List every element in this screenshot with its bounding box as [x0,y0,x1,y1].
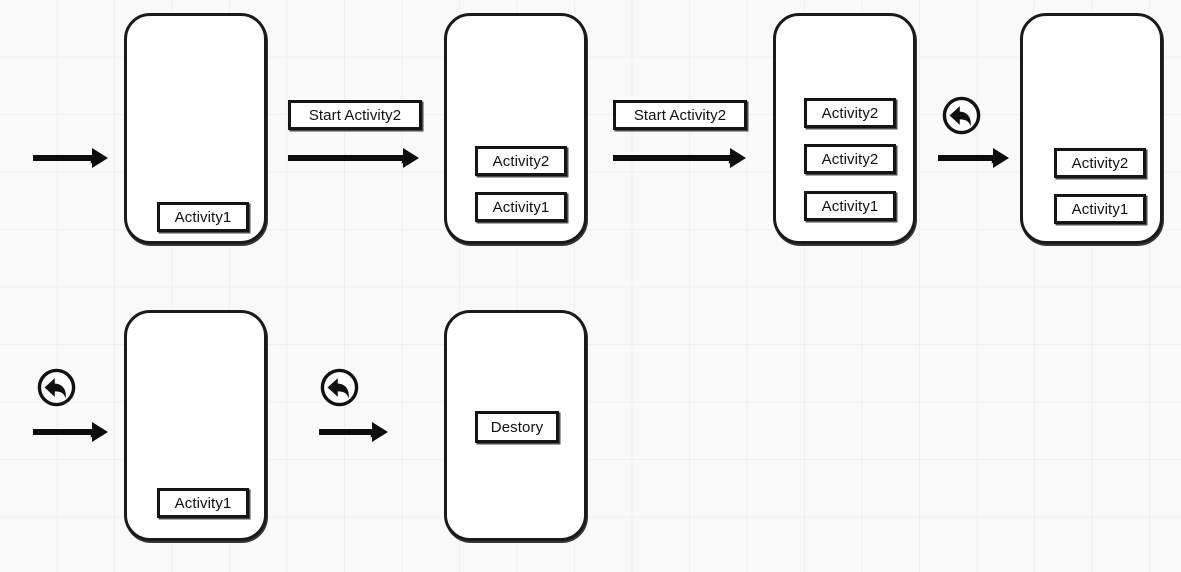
activity-box-activity1[interactable]: Activity1 [1054,194,1146,224]
activity-box-activity1[interactable]: Activity1 [475,192,567,222]
activity-box-activity2[interactable]: Activity2 [475,146,567,176]
edge-label-start-activity2-second[interactable]: Start Activity2 [613,100,747,130]
activity-box-activity1[interactable]: Activity1 [157,488,249,518]
activity-box-activity2-top[interactable]: Activity2 [804,98,896,128]
arrow-enter [33,155,95,161]
arrow-start-activity2-first [288,155,406,161]
phone-state-2[interactable]: Activity2 Activity1 [444,13,587,244]
arrow-back-3 [319,429,375,435]
arrow-back-2 [33,429,95,435]
arrow-start-activity2-second [613,155,733,161]
activity-box-activity1[interactable]: Activity1 [157,202,249,232]
activity-box-activity1[interactable]: Activity1 [804,191,896,221]
activity-box-destory[interactable]: Destory [475,411,559,443]
arrow-back-1 [938,155,996,161]
back-arrow-circle-icon[interactable] [36,367,77,408]
phone-state-4[interactable]: Activity2 Activity1 [1020,13,1163,244]
phone-state-6[interactable]: Destory [444,310,587,541]
back-arrow-circle-icon[interactable] [319,367,360,408]
activity-box-activity2[interactable]: Activity2 [1054,148,1146,178]
phone-state-5[interactable]: Activity1 [124,310,267,541]
phone-state-1[interactable]: Activity1 [124,13,267,244]
phone-state-3[interactable]: Activity2 Activity2 Activity1 [773,13,916,244]
edge-label-start-activity2-first[interactable]: Start Activity2 [288,100,422,130]
activity-box-activity2-mid[interactable]: Activity2 [804,144,896,174]
back-arrow-circle-icon[interactable] [941,95,982,136]
